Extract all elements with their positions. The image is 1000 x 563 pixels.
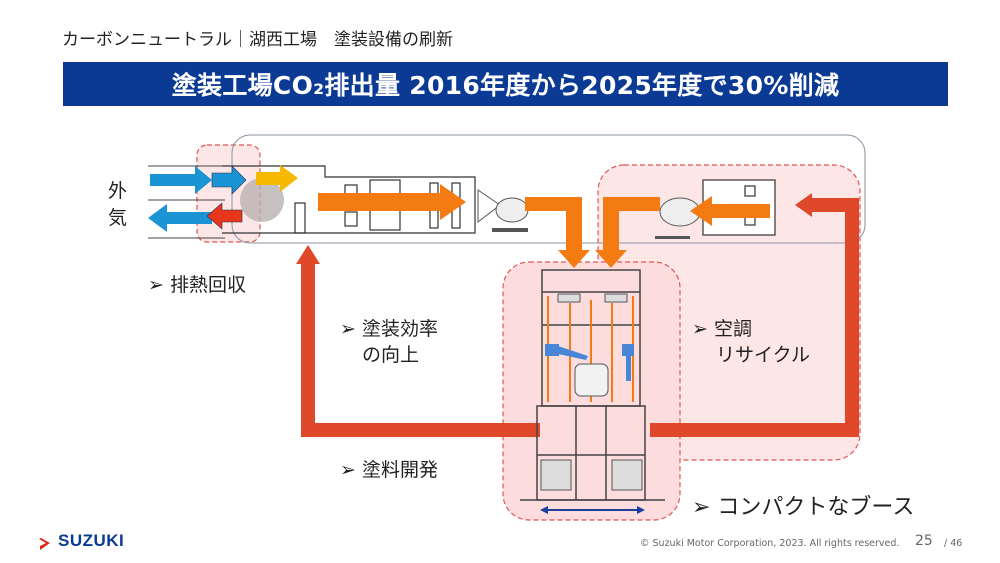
slide-subtitle: カーボンニュートラル｜湖西工場 塗装設備の刷新 bbox=[62, 30, 453, 50]
title-banner: 塗装工場CO₂排出量 2016年度から2025年度で30%削減 bbox=[63, 62, 948, 106]
suzuki-logo: SUZUKI bbox=[38, 531, 124, 551]
paint-development-label: ➢ 塗料開発 bbox=[340, 459, 438, 481]
painting-efficiency-label-1: ➢ 塗装効率 bbox=[340, 318, 438, 340]
air-recycle-arrowhead bbox=[795, 193, 812, 217]
air-recycle-label-2: リサイクル bbox=[716, 344, 811, 366]
booth-width-indicator bbox=[540, 506, 645, 514]
exhaust-air-out-arrow bbox=[148, 202, 243, 232]
page-number: 25 bbox=[915, 533, 933, 549]
compact-booth-label: ➢ コンパクトなブース bbox=[692, 495, 915, 520]
outside-air-label-2: 気 bbox=[108, 207, 128, 229]
painting-efficiency-label-2: の向上 bbox=[362, 344, 420, 366]
paint-robot-icons bbox=[545, 344, 634, 381]
recovered-heat-arrow bbox=[256, 165, 298, 192]
copyright-text: © Suzuki Motor Corporation, 2023. All ri… bbox=[640, 538, 900, 549]
exhaust-loop bbox=[301, 262, 540, 437]
supply-fan-icon bbox=[477, 189, 529, 232]
heat-recovery-label: ➢ 排熱回収 bbox=[148, 274, 246, 296]
recycle-air-arrow bbox=[690, 196, 770, 226]
outside-air-label-1: 外 bbox=[108, 180, 128, 202]
logo-text: SUZUKI bbox=[58, 531, 125, 550]
booth-supply-arrow-right bbox=[595, 197, 660, 268]
page-total: / 46 bbox=[944, 538, 963, 549]
air-recycle-label-1: ➢ 空調 bbox=[692, 318, 752, 340]
slide-title: 塗装工場CO₂排出量 2016年度から2025年度で30%削減 bbox=[171, 71, 840, 100]
air-handling-unit bbox=[222, 165, 476, 234]
booth-supply-arrow-left bbox=[525, 197, 590, 268]
air-recycle-loop bbox=[650, 198, 859, 437]
heat-exchanger-wheel bbox=[240, 178, 284, 222]
booth-filters bbox=[540, 293, 643, 491]
outside-air-in-arrow bbox=[150, 165, 247, 195]
car-body-icon bbox=[574, 363, 609, 397]
exhaust-arrowhead bbox=[296, 245, 320, 264]
outside-air-duct bbox=[148, 165, 225, 239]
supply-air-arrow bbox=[318, 184, 466, 220]
suzuki-s-mark-icon bbox=[39, 532, 52, 550]
